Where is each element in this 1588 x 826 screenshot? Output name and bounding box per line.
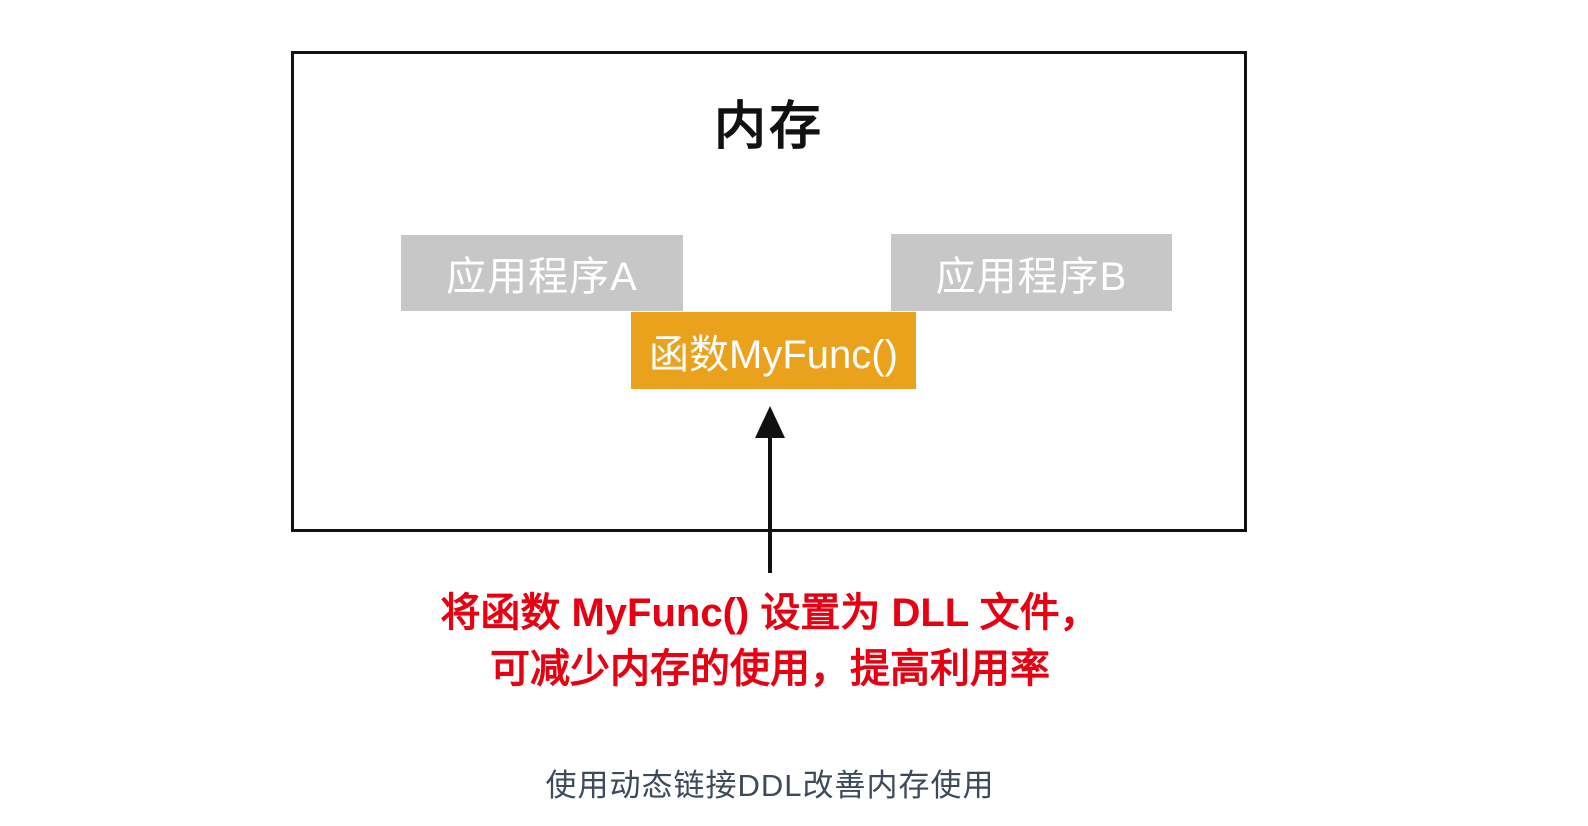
arrow-head (755, 406, 785, 438)
app-a-box: 应用程序A (401, 235, 683, 311)
myfunc-box: 函数MyFunc() (631, 312, 916, 389)
myfunc-label: 函数MyFunc() (649, 332, 898, 377)
app-b-box: 应用程序B (891, 234, 1172, 311)
memory-title: 内存 (713, 98, 824, 156)
figure-caption: 使用动态链接DDL改善内存使用 (545, 768, 995, 803)
annotation-line-1: 将函数 MyFunc() 设置为 DLL 文件， (440, 591, 1100, 635)
annotation-line-2: 可减少内存的使用，提高利用率 (490, 647, 1050, 691)
app-a-label: 应用程序A (446, 255, 638, 299)
memory-container-box: 内存 应用程序A 应用程序B 函数MyFunc() (291, 51, 1247, 532)
arrow-line (768, 434, 772, 573)
app-b-label: 应用程序B (935, 254, 1128, 299)
annotation-text: 将函数 MyFunc() 设置为 DLL 文件， 可减少内存的使用，提高利用率 (291, 585, 1249, 697)
